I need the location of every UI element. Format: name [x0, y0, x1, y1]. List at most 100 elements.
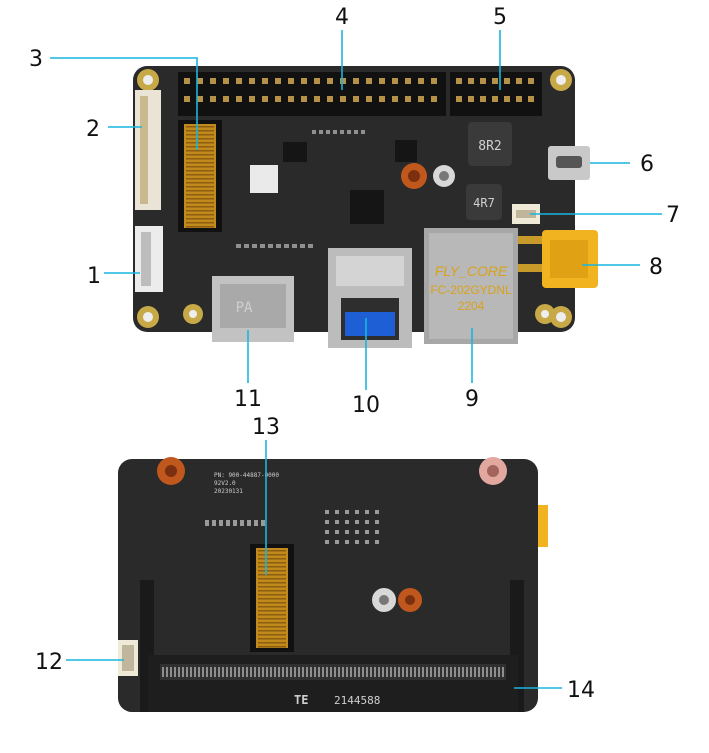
via-pad — [325, 510, 329, 514]
via-pad — [375, 540, 379, 544]
via-pad — [375, 520, 379, 524]
socket-pin — [234, 667, 236, 677]
header-pin — [431, 96, 437, 102]
via-pad — [375, 530, 379, 534]
m2-contact — [186, 178, 214, 180]
callout-9: 9 — [465, 387, 479, 412]
smd-pad — [252, 244, 257, 248]
smd-pad — [212, 520, 216, 526]
header-pin — [468, 96, 474, 102]
smd-pad — [292, 244, 297, 248]
m2-contact — [186, 186, 214, 188]
socket-pin — [226, 667, 228, 677]
m2-contact — [258, 550, 286, 552]
m2-contact — [258, 598, 286, 600]
power-connector-yellow — [516, 230, 598, 288]
header-pin — [366, 78, 372, 84]
inductor-4r7: 4R7 — [466, 184, 502, 220]
socket-pin — [170, 667, 172, 677]
socket-pin — [206, 667, 208, 677]
jst-connector — [118, 640, 138, 676]
socket-pin — [502, 667, 504, 677]
header-pin — [327, 78, 333, 84]
m2-contact — [186, 142, 214, 144]
socket-pin — [198, 667, 200, 677]
callout-13: 13 — [252, 415, 280, 440]
smd-pad — [261, 520, 265, 526]
m2-contact — [258, 646, 286, 648]
header-pin — [262, 96, 268, 102]
m2-contact — [258, 590, 286, 592]
m2-contact — [186, 182, 214, 184]
header-pin — [340, 78, 346, 84]
header-pin — [184, 78, 190, 84]
m2-contact — [186, 158, 214, 160]
via-pad — [345, 540, 349, 544]
via-pad — [365, 530, 369, 534]
via-pad — [355, 510, 359, 514]
header-pin — [327, 96, 333, 102]
socket-pin — [230, 667, 232, 677]
header-pin — [236, 78, 242, 84]
socket-pin — [406, 667, 408, 677]
m2-contact — [258, 566, 286, 568]
socket-pin — [194, 667, 196, 677]
socket-pin — [338, 667, 340, 677]
socket-pin — [402, 667, 404, 677]
socket-pin — [462, 667, 464, 677]
m2-contact — [186, 166, 214, 168]
socket-pin — [482, 667, 484, 677]
socket-pin — [250, 667, 252, 677]
socket-pin — [218, 667, 220, 677]
m2-contact — [186, 154, 214, 156]
micro-usb-port — [548, 146, 590, 180]
m2-contact — [258, 582, 286, 584]
m2-contact — [258, 638, 286, 640]
header-pin — [314, 96, 320, 102]
rev-label: 92V2.0 — [214, 480, 236, 487]
m2-contact — [258, 574, 286, 576]
m2-contact — [186, 138, 214, 140]
smd-pad — [347, 130, 351, 134]
header-pin — [288, 78, 294, 84]
m2-contact — [258, 614, 286, 616]
smd-pad — [308, 244, 313, 248]
socket-pin — [378, 667, 380, 677]
smd-pad — [240, 520, 244, 526]
via-pad — [375, 510, 379, 514]
header-pin — [301, 78, 307, 84]
m2-contact — [186, 226, 214, 228]
m2-contact — [186, 206, 214, 208]
socket-pin — [186, 667, 188, 677]
small-connector — [512, 204, 540, 224]
socket-pin — [246, 667, 248, 677]
socket-pin — [238, 667, 240, 677]
socket-pin — [350, 667, 352, 677]
socket-pin — [386, 667, 388, 677]
header-pin — [184, 96, 190, 102]
callout-14: 14 — [567, 678, 595, 703]
m2-contact — [258, 626, 286, 628]
callout-3: 3 — [29, 47, 43, 72]
secondary-pin-header — [450, 72, 542, 116]
svg-text:8R2: 8R2 — [478, 139, 501, 154]
socket-pin — [438, 667, 440, 677]
callout-4: 4 — [335, 5, 349, 30]
smd-pad — [260, 244, 265, 248]
socket-pin — [270, 667, 272, 677]
callout-numbers: 1 2 3 4 5 6 7 8 9 10 11 12 13 14 — [29, 5, 680, 703]
via-pad — [345, 510, 349, 514]
hdmi-port: PA — [212, 276, 294, 342]
header-pin — [366, 96, 372, 102]
m2-contact — [186, 126, 214, 128]
header-pin — [249, 96, 255, 102]
svg-text:4R7: 4R7 — [473, 196, 495, 210]
header-pin — [468, 78, 474, 84]
callout-1: 1 — [87, 264, 101, 289]
header-pin — [301, 96, 307, 102]
socket-pin — [174, 667, 176, 677]
m2-contact — [186, 218, 214, 220]
ethernet-model: FC-202GYDNL — [430, 283, 512, 297]
via-pad — [325, 530, 329, 534]
socket-pin — [410, 667, 412, 677]
